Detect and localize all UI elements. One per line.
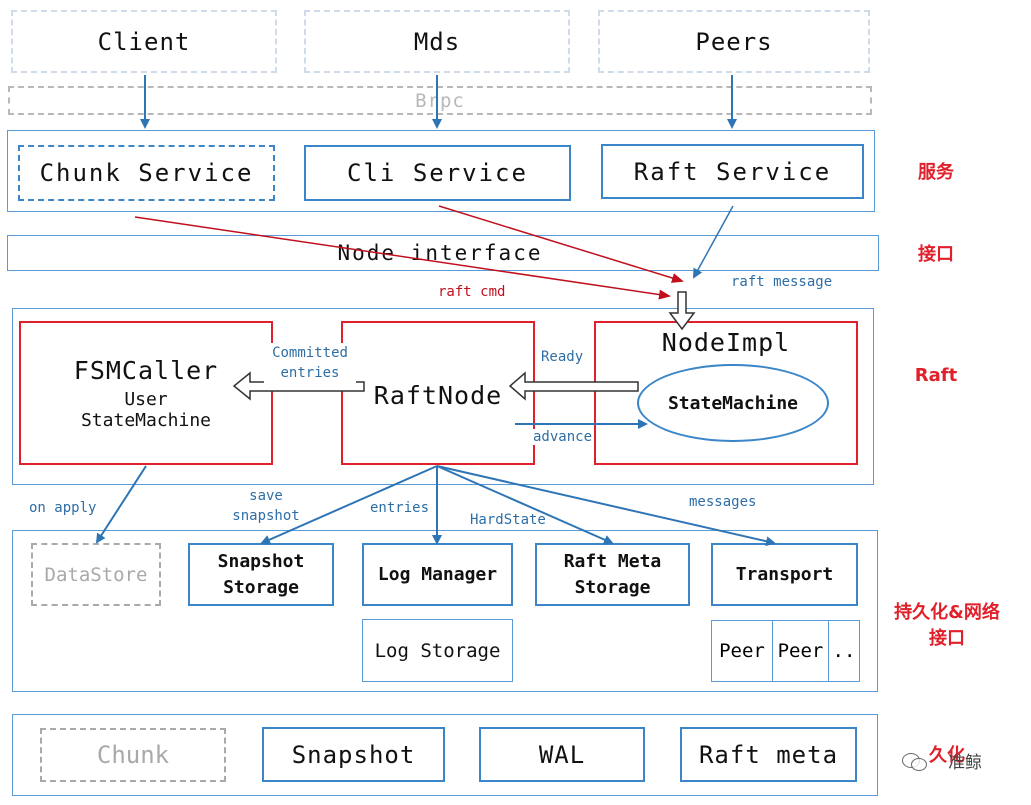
peers-box: Peers: [598, 10, 870, 73]
peer-cell-2: Peer: [773, 621, 829, 681]
label-committed-line2: entries: [264, 363, 356, 383]
arrow-messages: [436, 465, 776, 547]
side-label-raft: Raft: [914, 365, 958, 386]
label-ready: Ready: [541, 349, 584, 365]
snapshot-disk-box: Snapshot: [262, 727, 445, 782]
hollow-arrow-into-nodeimpl: [668, 291, 696, 331]
raft-layer: [12, 308, 874, 485]
snapshot-storage-line1: Snapshot: [217, 550, 305, 572]
arrow-hardstate: [436, 465, 614, 545]
label-committed-line1: Committed: [264, 343, 356, 363]
label-raft-cmd: raft cmd: [438, 284, 506, 300]
raft-meta-line2: Storage: [574, 576, 651, 598]
label-messages: messages: [689, 494, 757, 510]
label-entries: entries: [370, 500, 430, 516]
side-label-interface: 接口: [918, 244, 954, 265]
cli-service-box: Cli Service: [304, 145, 571, 201]
datastore-box: DataStore: [31, 543, 161, 606]
peer-row: Peer Peer ..: [711, 620, 860, 682]
arrow-chunk-cmd: [134, 216, 671, 300]
statemachine-ellipse: StateMachine: [637, 364, 829, 442]
client-box: Client: [11, 10, 277, 73]
brpc-label: Brpc: [415, 89, 465, 112]
raft-service-box: Raft Service: [601, 144, 864, 199]
hollow-arrow-committed: [232, 371, 365, 401]
label-advance: advance: [533, 429, 593, 445]
log-manager-box: Log Manager: [362, 543, 513, 606]
arrow-raft-message: [693, 205, 734, 279]
side-label-persist-line2: 接口: [929, 628, 965, 649]
peer-cell-more: ..: [832, 640, 856, 662]
nodeimpl-label: NodeImpl: [661, 328, 791, 357]
storage-layer: [12, 530, 878, 692]
raftnode-box: RaftNode: [341, 321, 535, 465]
arrow-save-snapshot: [260, 465, 438, 545]
fsmcaller-user: User: [124, 388, 168, 410]
chunk-service-box: Chunk Service: [18, 145, 275, 201]
raftnode-label: RaftNode: [371, 380, 505, 410]
brpc-band: Brpc: [8, 86, 872, 115]
mds-box: Mds: [304, 10, 570, 73]
service-layer: [7, 130, 875, 212]
transport-box: Transport: [711, 543, 858, 606]
peer-cell-1: Peer: [712, 621, 773, 681]
snapshot-storage-box: Snapshot Storage: [188, 543, 334, 606]
label-committed-entries: Committed entries: [264, 343, 356, 383]
wal-disk-box: WAL: [479, 727, 645, 782]
label-on-apply: on apply: [29, 500, 97, 516]
side-label-persist-line1: 持久化&网络: [894, 602, 1000, 623]
raft-meta-line1: Raft Meta: [563, 550, 662, 572]
node-interface-label: Node interface: [337, 241, 543, 265]
side-label-service: 服务: [918, 162, 954, 183]
label-save-line2: snapshot: [232, 508, 300, 524]
node-interface-layer: [7, 235, 879, 271]
fsmcaller-box: FSMCaller User StateMachine: [19, 321, 273, 465]
disk-layer: [12, 714, 878, 796]
wechat-icon: [900, 750, 928, 772]
hollow-arrow-ready: [508, 371, 639, 401]
side-label-persist: 持久化&网络 接口: [880, 600, 1014, 652]
label-save-line1: save: [249, 488, 283, 504]
log-storage-box: Log Storage: [362, 619, 513, 682]
watermark: 准鲸: [900, 748, 982, 773]
chunk-disk-box: Chunk: [40, 728, 226, 782]
label-raft-message: raft message: [731, 274, 833, 290]
side-label-disk: 久化: [929, 745, 965, 766]
raft-meta-disk-box: Raft meta: [680, 727, 857, 782]
label-hardstate: HardState: [470, 512, 546, 528]
fsmcaller-statemachine: StateMachine: [80, 409, 212, 431]
arrow-on-apply: [95, 465, 147, 544]
snapshot-storage-line2: Storage: [223, 576, 299, 598]
fsmcaller-title: FSMCaller: [73, 355, 219, 385]
label-save-snapshot: save snapshot: [222, 486, 310, 526]
watermark-text: 准鲸: [948, 753, 982, 773]
arrow-cli-cmd: [438, 205, 684, 283]
